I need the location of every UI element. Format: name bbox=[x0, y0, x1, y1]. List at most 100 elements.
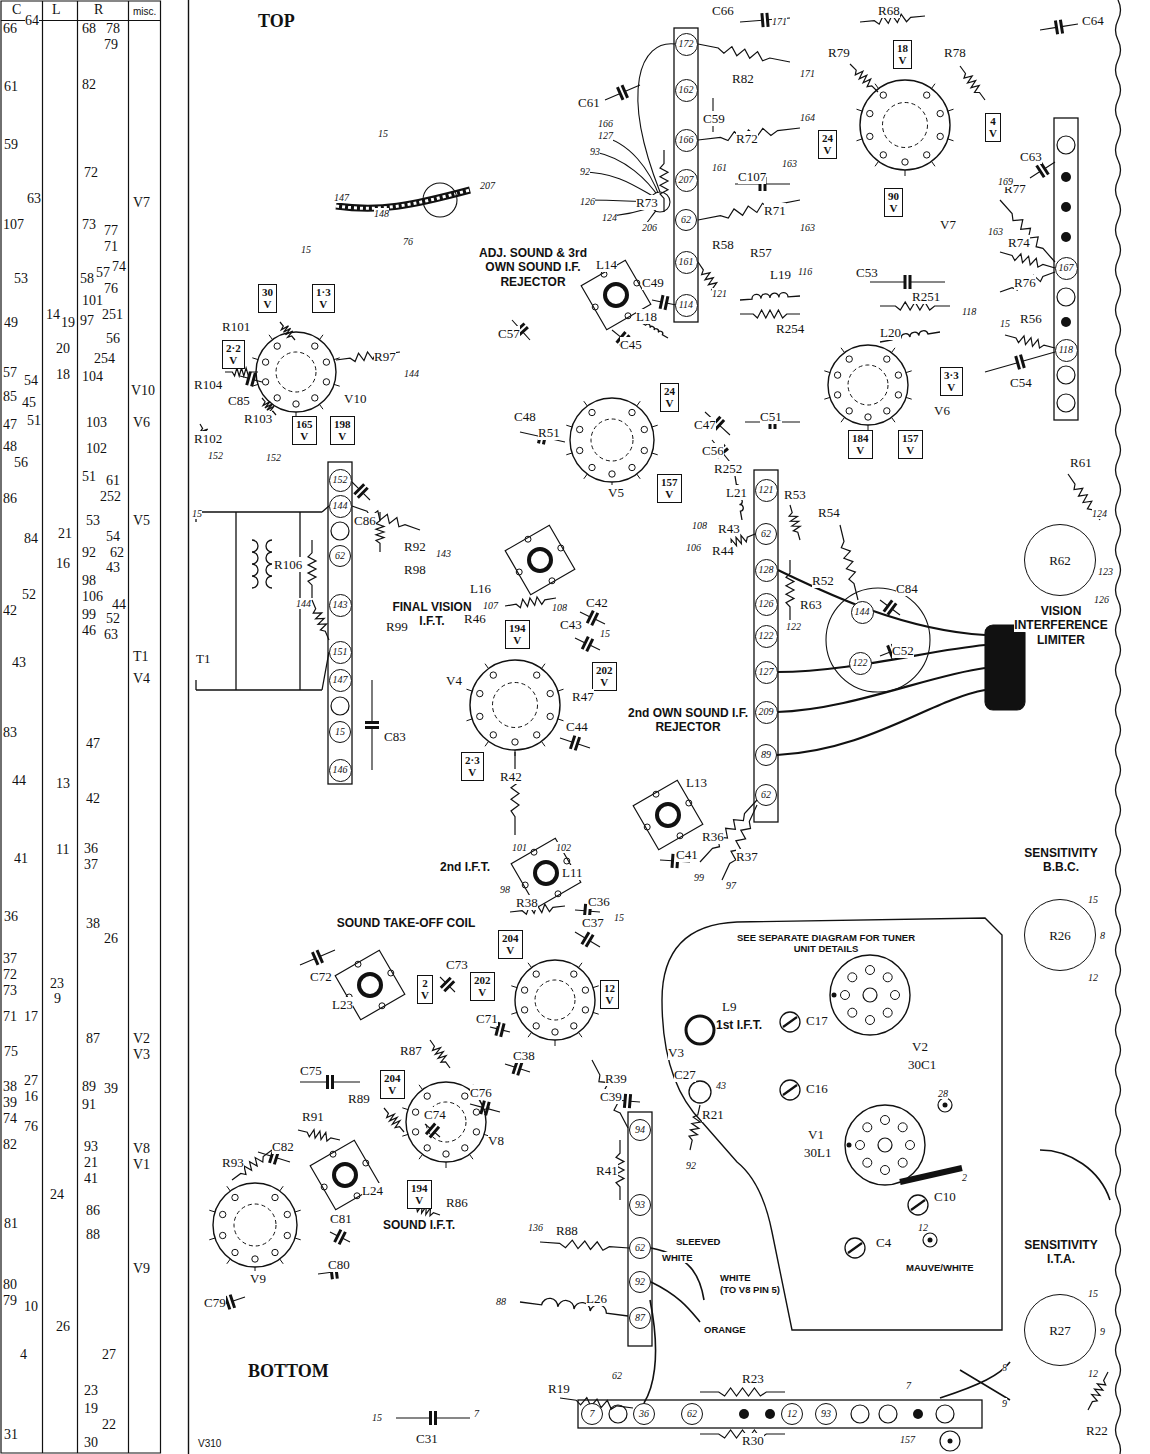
tag-circle: 172 bbox=[675, 33, 698, 56]
valve-pin bbox=[412, 1129, 418, 1135]
table-cell: 27 bbox=[102, 1347, 116, 1362]
voltage-reading: 2·3 V bbox=[465, 754, 480, 778]
table-cell: 84 bbox=[24, 531, 38, 546]
part-name: R36 bbox=[702, 829, 724, 844]
capacitor-lead bbox=[371, 680, 372, 770]
note-text: WHITE bbox=[720, 1272, 751, 1283]
valve-outline bbox=[276, 352, 316, 392]
part-name: L19 bbox=[770, 268, 791, 282]
table-cell: 58 bbox=[80, 272, 94, 287]
valve-pin bbox=[629, 409, 635, 415]
table-cell: 19 bbox=[84, 1401, 98, 1416]
part-name: R86 bbox=[446, 1196, 468, 1210]
table-cell: 49 bbox=[4, 316, 18, 331]
table-cell: 88 bbox=[86, 1228, 100, 1243]
voltage-reading: 204 V bbox=[502, 932, 519, 956]
wire-number: 12 bbox=[1088, 1368, 1098, 1379]
table-cell: 36 bbox=[84, 842, 98, 857]
part-name: C83 bbox=[384, 730, 406, 744]
valve-pin bbox=[895, 392, 901, 398]
table-cell: 19 bbox=[61, 315, 75, 330]
table-cell: 27 bbox=[24, 1073, 38, 1088]
part-name: R251 bbox=[912, 289, 940, 304]
pin-tag bbox=[906, 371, 912, 373]
part-name: C66 bbox=[712, 4, 734, 18]
part-name: L20 bbox=[880, 325, 901, 340]
valve-outline bbox=[234, 1204, 276, 1246]
part-name: 30L1 bbox=[804, 1146, 831, 1160]
wire-number: 124 bbox=[602, 212, 617, 223]
table-cell: 17 bbox=[24, 1010, 38, 1025]
part-name: R252 bbox=[714, 461, 742, 476]
part-name: R88 bbox=[556, 1224, 578, 1238]
voltage-reading: 194 V bbox=[509, 622, 526, 646]
wire-number: 101 bbox=[512, 842, 527, 853]
wire-number: 106 bbox=[686, 542, 701, 553]
pin-tag bbox=[932, 161, 936, 166]
table-cell: 74 bbox=[3, 1112, 17, 1127]
table-cell: V10 bbox=[131, 384, 155, 399]
table-cell: 86 bbox=[86, 1203, 100, 1218]
socket-hole bbox=[848, 1008, 857, 1017]
resistor-symbol bbox=[698, 44, 790, 62]
table-cell: 47 bbox=[3, 418, 17, 433]
tag-strip bbox=[754, 470, 778, 822]
part-name: R39 bbox=[605, 1072, 627, 1086]
potentiometer: R27 bbox=[1024, 1294, 1096, 1366]
part-name: L18 bbox=[636, 309, 657, 324]
section-caption: SOUND TAKE-OFF COIL bbox=[336, 916, 476, 930]
table-cell: 59 bbox=[4, 137, 18, 152]
resistor-symbol bbox=[280, 322, 295, 340]
table-cell: 21 bbox=[58, 526, 72, 541]
tag-circle: 144 bbox=[851, 601, 874, 624]
valve-pin bbox=[582, 1007, 588, 1013]
part-name: C10 bbox=[934, 1190, 956, 1204]
wire-number: 126 bbox=[580, 196, 595, 207]
wire-number: 99 bbox=[694, 872, 704, 883]
tag-circle: 144 bbox=[329, 495, 352, 518]
note-text: (TO V8 PIN 5) bbox=[720, 1284, 780, 1295]
pin-tag bbox=[558, 719, 564, 721]
capacitor-symbol bbox=[1055, 20, 1062, 35]
table-cell: 51 bbox=[82, 469, 96, 484]
table-cell: 39 bbox=[104, 1081, 118, 1096]
coil-core bbox=[657, 804, 679, 826]
valve-pin bbox=[547, 713, 553, 719]
coil-pin bbox=[516, 569, 522, 575]
table-cell: 46 bbox=[82, 623, 96, 638]
table-cell: 88 bbox=[86, 1227, 100, 1242]
note-text: SEE SEPARATE DIAGRAM FOR TUNER UNIT DETA… bbox=[737, 932, 915, 954]
socket-key bbox=[847, 1143, 852, 1148]
table-cell: 24 bbox=[50, 1187, 64, 1202]
part-name: C107 bbox=[738, 170, 766, 184]
part-name: C48 bbox=[514, 409, 536, 424]
wire-number: 206 bbox=[642, 222, 657, 233]
resistor-symbol bbox=[840, 525, 858, 600]
view-heading: TOP bbox=[258, 12, 295, 32]
part-name: R79 bbox=[828, 46, 850, 60]
part-name: C44 bbox=[566, 719, 588, 734]
table-cell: V1 bbox=[133, 1157, 150, 1172]
tag-number: 167 bbox=[1059, 263, 1074, 273]
table-cell: 57 bbox=[3, 366, 17, 381]
tag-circle: 127 bbox=[755, 661, 778, 684]
valve-pin bbox=[846, 356, 852, 362]
table-cell: 16 bbox=[56, 556, 70, 571]
socket-hole bbox=[898, 1123, 907, 1132]
part-name: C83 bbox=[384, 729, 406, 744]
part-name: C61 bbox=[578, 95, 600, 110]
wire-number: 127 bbox=[598, 130, 613, 141]
voltage-reading: 4 V bbox=[989, 115, 997, 139]
voltage-reading: 12 V bbox=[604, 982, 615, 1006]
part-name: R82 bbox=[732, 71, 754, 86]
table-cell: 51 bbox=[82, 470, 96, 485]
pin-tag bbox=[841, 417, 845, 422]
part-name: C75 bbox=[300, 1063, 322, 1078]
part-name: R73 bbox=[636, 196, 658, 210]
table-cell: 107 bbox=[3, 218, 24, 233]
table-cell: 71 bbox=[104, 239, 118, 254]
valve-pin bbox=[462, 1145, 468, 1151]
valve-pin bbox=[902, 159, 908, 165]
resistor-symbol bbox=[786, 560, 794, 620]
tag-eyelet bbox=[940, 1431, 960, 1451]
